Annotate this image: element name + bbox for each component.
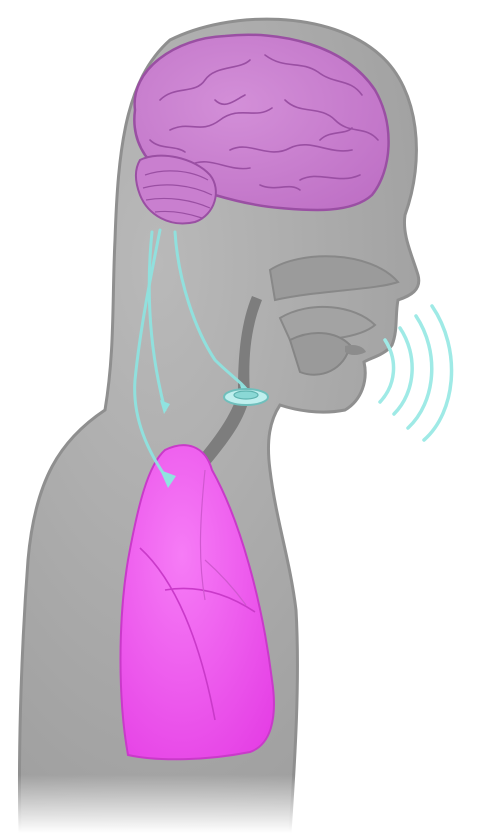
larynx-icon xyxy=(224,389,268,405)
bottom-fade xyxy=(0,600,489,833)
